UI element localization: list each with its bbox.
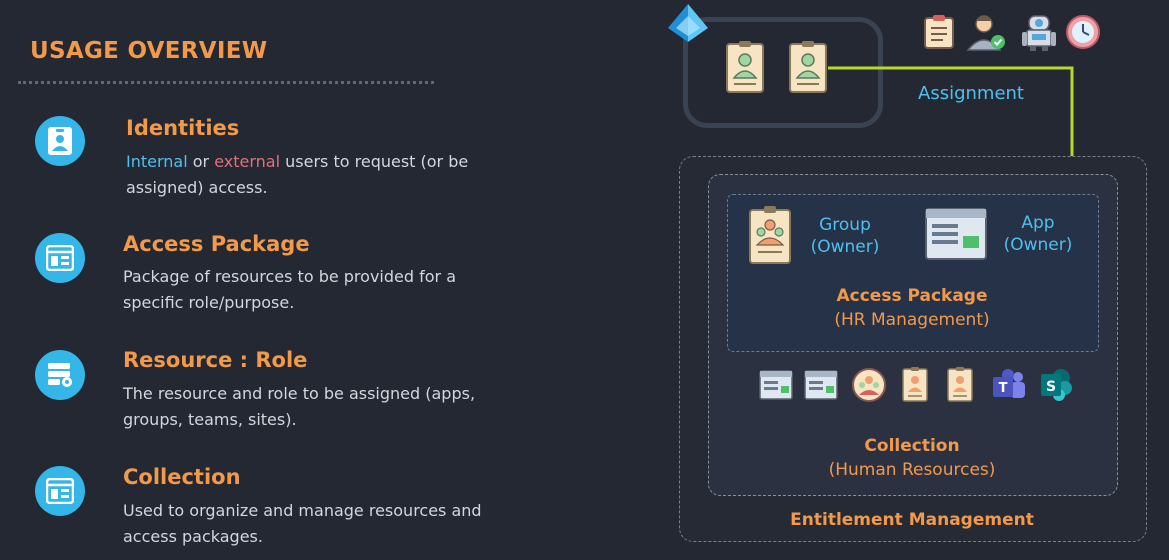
internal-text: Internal [126, 152, 188, 171]
entitlement-management-label: Entitlement Management [790, 510, 1034, 530]
teams-icon: T [993, 369, 1025, 398]
app-label-text: App [1021, 213, 1055, 233]
clock-icon [1066, 15, 1100, 49]
item-title-identities: Identities [126, 116, 240, 140]
group-label: Group (Owner) [800, 214, 890, 258]
page-title: USAGE OVERVIEW [30, 38, 268, 64]
item-title-resource-role: Resource : Role [123, 348, 308, 372]
item-desc-access-package: Package of resources to be provided for … [123, 267, 456, 312]
access-package-sub: (HR Management) [834, 310, 990, 330]
window-icon [35, 466, 85, 516]
app-window-icon [804, 370, 838, 400]
svg-text:T: T [999, 381, 1008, 396]
or-text: or [187, 152, 215, 171]
item-desc-collection: Used to organize and manage resources an… [123, 501, 482, 546]
robot-icon [1022, 15, 1056, 51]
external-text: external [214, 152, 281, 171]
group-circle-icon [852, 368, 886, 402]
svg-text:S: S [1046, 379, 1056, 395]
clipboard-icon [924, 15, 954, 49]
sharepoint-icon: S [1041, 369, 1072, 401]
rest-text: users to request (or be assigned) access… [126, 152, 469, 197]
group-label-text: Group [819, 215, 871, 235]
window-icon [35, 233, 85, 283]
id-card-icon [35, 116, 85, 166]
user-badge-icon [947, 367, 973, 402]
azure-ad-icon [668, 4, 708, 42]
identities-frame [683, 17, 883, 128]
item-title-access-package: Access Package [123, 232, 310, 256]
app-window-icon [925, 208, 987, 260]
user-badge-icon [789, 41, 827, 93]
app-label: App (Owner) [996, 212, 1080, 256]
verified-user-icon [966, 15, 1005, 51]
item-desc-resource-role: The resource and role to be assigned (ap… [123, 384, 476, 429]
assignment-label: Assignment [918, 83, 1024, 104]
group-sub-text: (Owner) [810, 237, 880, 257]
dotted-divider [18, 81, 434, 84]
user-badge-icon [902, 367, 928, 402]
item-title-collection: Collection [123, 465, 241, 489]
collection-label: Collection [864, 436, 960, 456]
access-package-label: Access Package [836, 286, 988, 306]
app-window-icon [759, 370, 793, 400]
app-sub-text: (Owner) [1003, 235, 1073, 255]
item-desc-identities: Internal or external users to request (o… [126, 149, 486, 201]
server-gear-icon [35, 350, 85, 400]
user-badge-icon [726, 41, 764, 93]
collection-sub: (Human Resources) [828, 460, 996, 480]
group-badge-icon [749, 206, 791, 264]
